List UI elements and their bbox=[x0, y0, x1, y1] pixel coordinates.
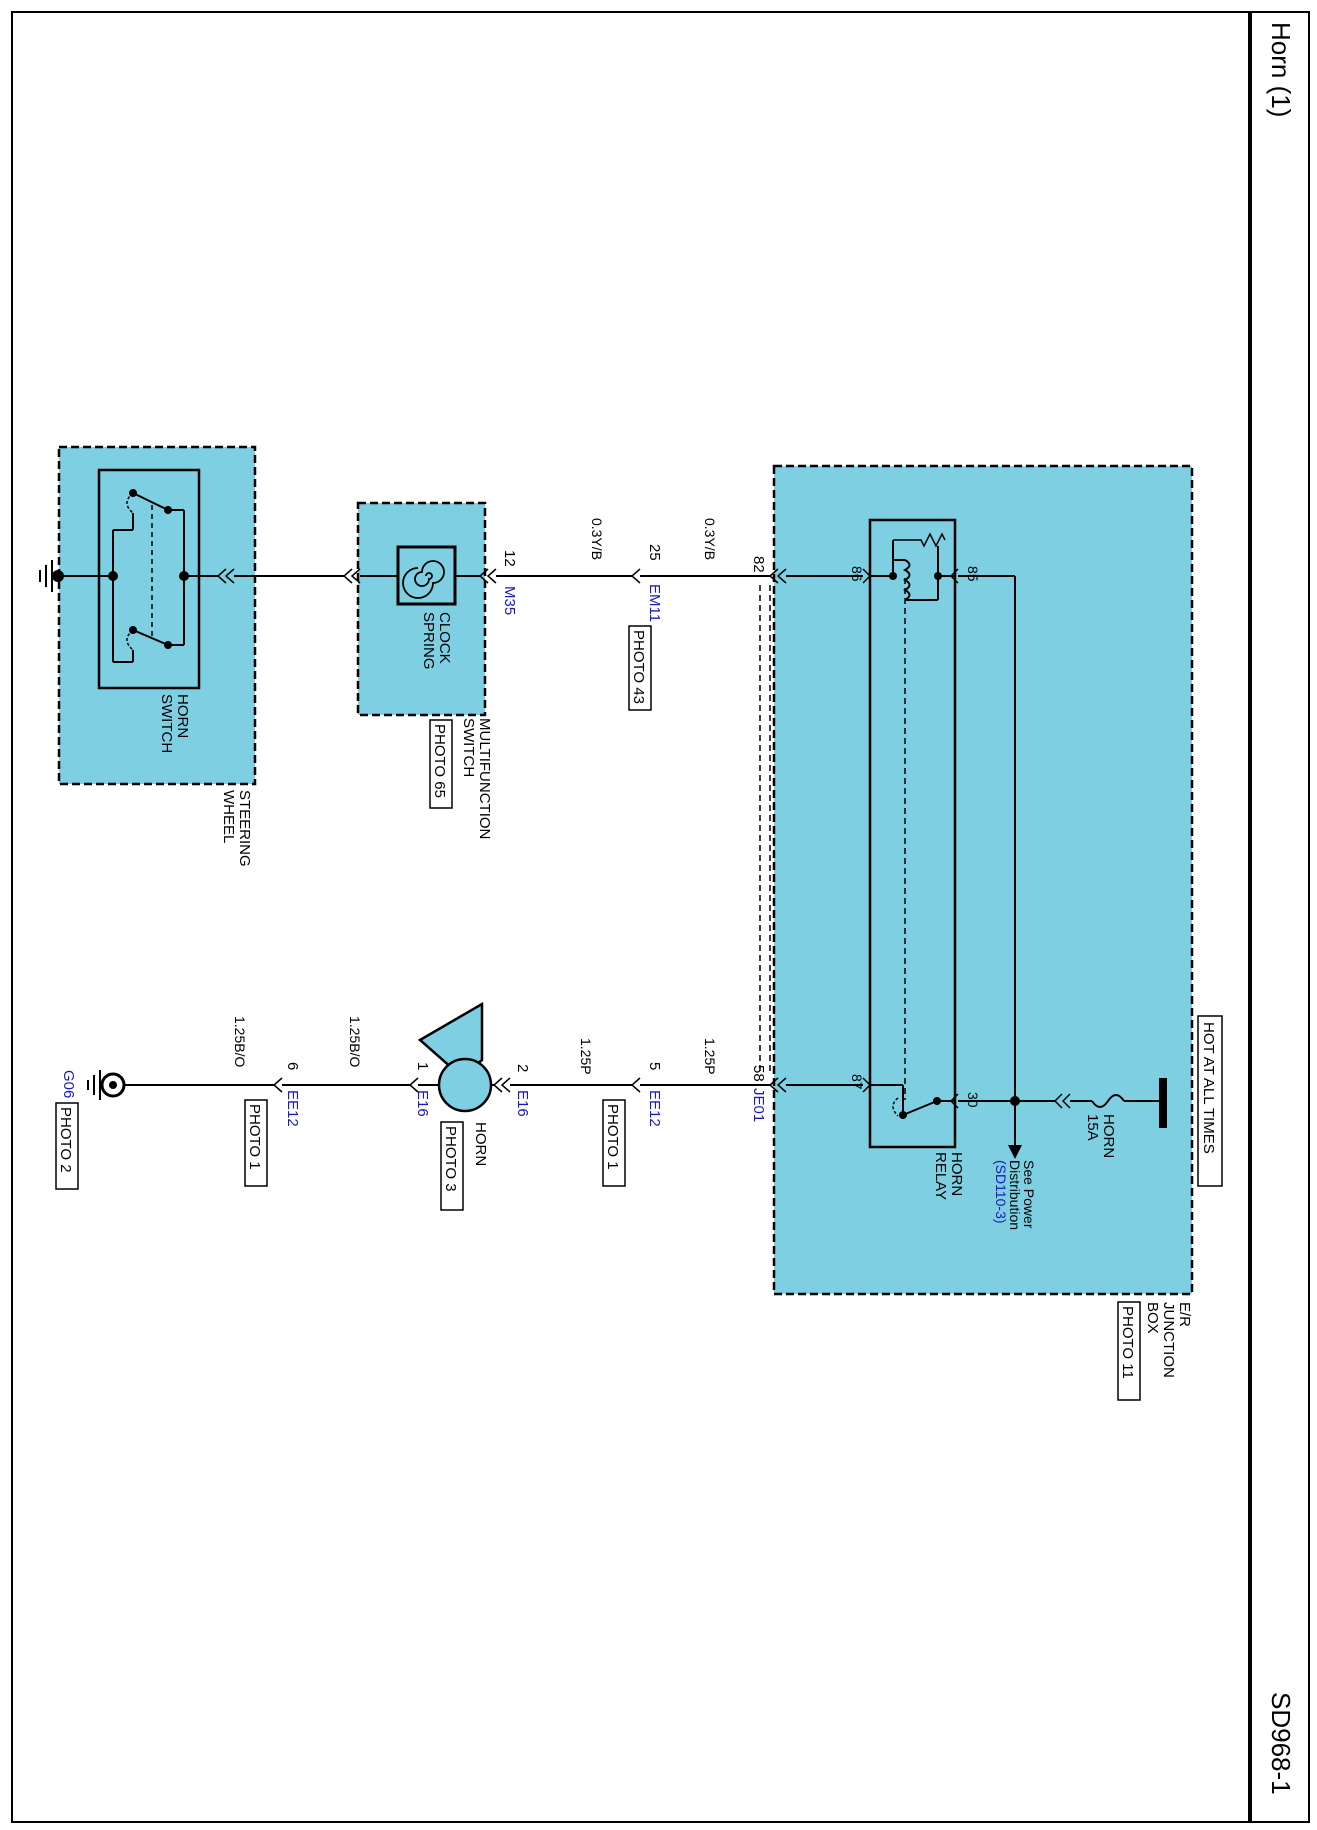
multifunction-switch-photo: PHOTO 65 bbox=[431, 724, 448, 798]
page-title: Horn (1) bbox=[1266, 22, 1296, 117]
multifunction-switch-label-line2: SWITCH bbox=[460, 718, 477, 777]
relay-pin-86: 86 bbox=[849, 566, 865, 582]
m35-pin: 12 bbox=[501, 550, 518, 567]
page-frame bbox=[11, 11, 1310, 1823]
jb-label-line3: BOX bbox=[1144, 1302, 1161, 1334]
em11-connector bbox=[630, 568, 641, 584]
steering-wheel-label-line1: STEERING bbox=[236, 790, 253, 867]
ee12-upper-photo: PHOTO 1 bbox=[604, 1104, 621, 1170]
g06-label: G06 bbox=[60, 1070, 77, 1098]
clock-spring-label-line1: CLOCK bbox=[436, 612, 453, 664]
relay-resistor-icon bbox=[893, 532, 946, 548]
multifunction-switch-box bbox=[356, 501, 487, 717]
horn-switch-contact-icon bbox=[132, 492, 169, 511]
power-distribution-arrow bbox=[1008, 1145, 1022, 1159]
e16-upper-pin: 2 bbox=[514, 1064, 531, 1072]
ee12-upper-pin: 5 bbox=[646, 1062, 663, 1070]
horn-switch-label-line2: SWITCH bbox=[158, 694, 175, 753]
wire-e16-ee12: 1.25B/O bbox=[347, 1016, 363, 1067]
junction-box-area bbox=[772, 464, 1194, 1296]
horn-switch-body bbox=[97, 468, 201, 690]
steering-ground-dot bbox=[52, 570, 64, 582]
jb-photo: PHOTO 11 bbox=[1119, 1306, 1136, 1379]
jb-label-line1: E/R bbox=[1176, 1302, 1193, 1327]
page-code: SD968-1 bbox=[1266, 1692, 1296, 1795]
wire-ee12-e16: 1.25P bbox=[578, 1038, 594, 1075]
horn-fuse-symbol bbox=[1091, 1094, 1125, 1108]
horn-label: HORN bbox=[472, 1122, 489, 1166]
m35-connector-label: M35 bbox=[501, 586, 518, 615]
power-dist-line1: See Power bbox=[1021, 1160, 1037, 1229]
horn-switch-label-line1: HORN bbox=[174, 694, 191, 738]
wire-ee12-g06: 1.25B/O bbox=[232, 1016, 248, 1067]
jb-pin-82: 82 bbox=[750, 556, 767, 573]
relay-pin-30: 30 bbox=[965, 1092, 981, 1108]
ee12-lower-pin: 6 bbox=[284, 1062, 301, 1070]
horn-relay-label-line2: RELAY bbox=[932, 1152, 949, 1200]
em11-connector-label: EM11 bbox=[646, 584, 663, 622]
e16-upper-connector-label: E16 bbox=[514, 1090, 531, 1117]
horn-icon bbox=[437, 1057, 493, 1113]
ee12-lower-connector bbox=[272, 1077, 283, 1093]
fuse-name: HORN bbox=[1100, 1114, 1117, 1158]
horn-photo: PHOTO 3 bbox=[442, 1126, 459, 1192]
steering-wheel-label-line2: WHEEL bbox=[220, 790, 237, 843]
fuse-rating: 15A bbox=[1084, 1114, 1101, 1141]
em11-photo: PHOTO 43 bbox=[630, 630, 647, 704]
e16-lower-pin: 1 bbox=[414, 1062, 431, 1070]
clock-spring-label-line2: SPRING bbox=[420, 612, 437, 670]
multifunction-switch-label-line1: MULTIFUNCTION bbox=[476, 718, 493, 839]
horn-relay-body bbox=[868, 518, 957, 1149]
ee12-lower-photo: PHOTO 1 bbox=[246, 1104, 263, 1170]
e16-lower-connector-label: E16 bbox=[414, 1090, 431, 1117]
wire-jb-ee12: 1.25P bbox=[702, 1038, 718, 1075]
wire-jb-em11: 0.3Y/B bbox=[702, 518, 718, 560]
ee12-upper-connector bbox=[630, 1077, 641, 1093]
power-dist-line2: Distribution bbox=[1007, 1160, 1023, 1230]
relay-pin-85: 85 bbox=[965, 566, 981, 582]
relay-contact-switch-icon bbox=[902, 1100, 938, 1116]
power-dist-ref: (SD110-3) bbox=[993, 1160, 1009, 1224]
g06-photo: PHOTO 2 bbox=[57, 1107, 74, 1173]
horn-relay-label-line1: HORN bbox=[948, 1152, 965, 1196]
steering-wheel-box bbox=[57, 445, 257, 786]
jb-connector-je01: JE01 bbox=[750, 1088, 767, 1122]
jb-label-line2: JUNCTION bbox=[1160, 1302, 1177, 1378]
wire-em11-m35: 0.3Y/B bbox=[589, 518, 605, 560]
relay-pin-87: 87 bbox=[849, 1074, 865, 1090]
ee12-lower-connector-label: EE12 bbox=[284, 1090, 301, 1127]
hot-at-all-times-box bbox=[1197, 1015, 1223, 1187]
e16-upper-connector bbox=[492, 1077, 511, 1093]
jb-pin-58: 58 bbox=[750, 1065, 767, 1082]
ee12-upper-connector-label: EE12 bbox=[646, 1090, 663, 1127]
em11-pin: 25 bbox=[646, 544, 663, 561]
hot-at-all-times-label: HOT AT ALL TIMES bbox=[1200, 1022, 1217, 1154]
